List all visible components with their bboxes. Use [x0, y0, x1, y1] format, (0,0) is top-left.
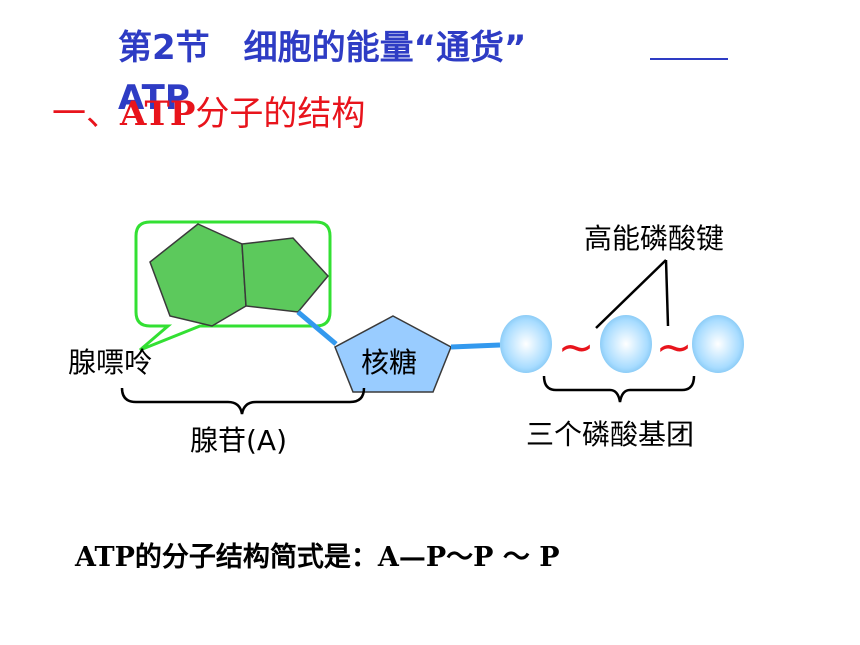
- adenosine-label: 腺苷(A): [190, 424, 288, 457]
- phosphates-label: 三个磷酸基团: [526, 418, 695, 451]
- phosphate-2: [600, 315, 652, 373]
- section-prefix: 一、: [52, 94, 120, 134]
- slide-title-continued: ATP: [118, 78, 190, 118]
- ribose-pentagon: [334, 315, 452, 393]
- pointer-line-2: [664, 259, 670, 327]
- slide-title: 第2节 细胞的能量“通货”: [118, 28, 527, 68]
- ribose-label: 核糖: [361, 346, 418, 379]
- section-rest: 分子的结构: [195, 94, 366, 134]
- adenosine-brace: [120, 387, 366, 415]
- adenine-ribose-bond: [296, 310, 338, 346]
- adenine-label: 腺嘌呤: [68, 346, 153, 379]
- ribose-phosphate-bond: [450, 342, 501, 350]
- section-atp: ATP: [120, 94, 196, 134]
- phosphate-3: [692, 315, 744, 373]
- pointer-line-1: [595, 259, 667, 329]
- adenine-pentagon: [241, 237, 329, 313]
- high-energy-bond-1: ~: [558, 322, 595, 373]
- structure-formula: ATP的分子结构简式是：A—P～P ～ P: [75, 542, 560, 573]
- phosphate-1: [500, 315, 552, 373]
- high-energy-bond-label: 高能磷酸键: [584, 222, 725, 255]
- section-heading: 一、ATP分子的结构: [52, 93, 365, 135]
- phosphates-brace: [542, 375, 696, 403]
- title-dash-line: [650, 58, 728, 60]
- high-energy-bond-2: ~: [656, 322, 693, 373]
